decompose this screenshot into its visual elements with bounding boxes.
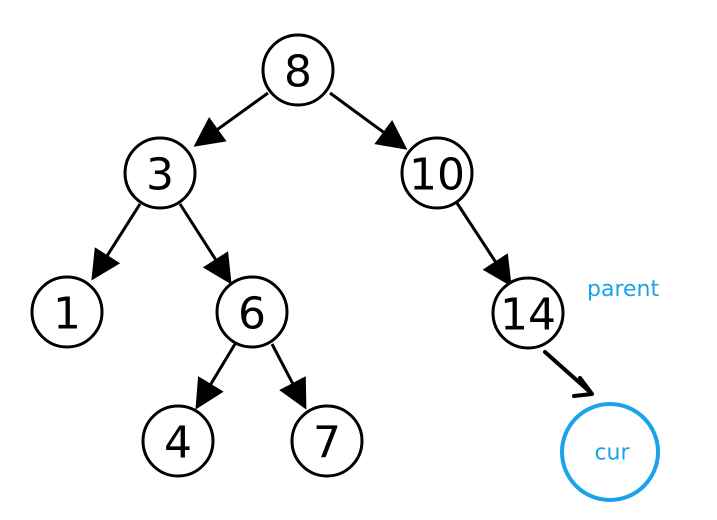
edge-8-to-3 (193, 91, 269, 147)
edge-3-to-6 (178, 203, 232, 285)
node-label: 3 (146, 150, 174, 201)
tree-node-3: 3 (123, 136, 197, 210)
parent-annotation: parent (587, 277, 659, 302)
tree-node-6: 6 (215, 275, 289, 349)
tree-node-1: 1 (30, 275, 104, 349)
node-label: 10 (409, 150, 465, 201)
tree-node-cur: cur (560, 402, 660, 502)
cur-node-label: cur (594, 441, 630, 466)
tree-node-4: 4 (141, 404, 215, 478)
edge-3-to-1 (91, 203, 142, 281)
edge-14-to-cur-arrowhead (572, 376, 594, 398)
edge-6-to-4 (195, 343, 237, 410)
tree-node-7: 7 (290, 404, 364, 478)
edge-8-to-10 (329, 91, 408, 150)
tree-node-8: 8 (261, 33, 335, 107)
edge-14-to-cur (543, 350, 592, 394)
node-label: 1 (53, 289, 81, 340)
node-label: 6 (238, 289, 266, 340)
node-label: 4 (164, 418, 192, 469)
tree-node-10: 10 (400, 136, 474, 210)
node-label: 14 (500, 290, 556, 341)
edge-10-to-14 (455, 202, 512, 287)
edge-6-to-7 (270, 343, 307, 410)
node-label: 8 (284, 47, 312, 98)
tree-node-14: 14 (491, 276, 565, 350)
node-label: 7 (313, 418, 341, 469)
